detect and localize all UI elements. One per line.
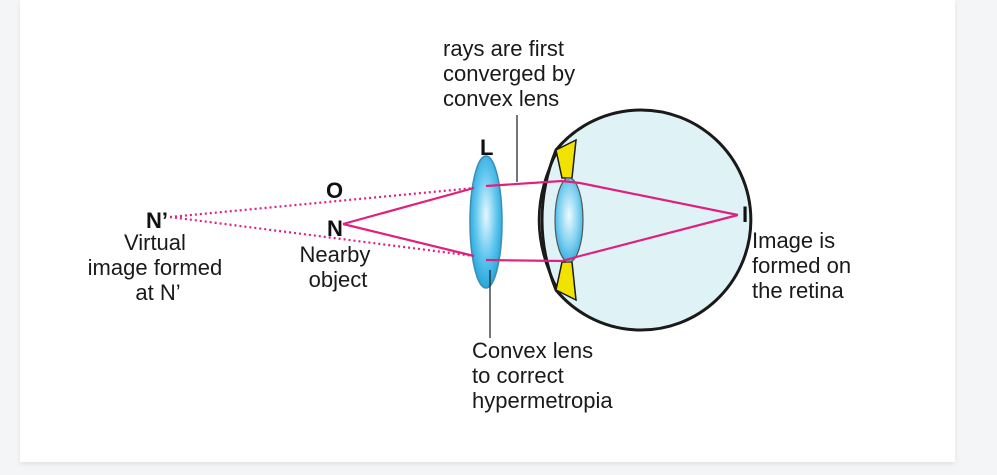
iris-top [555, 138, 577, 179]
light-rays [169, 179, 739, 263]
nearby-object-caption: Nearby object [299, 242, 376, 292]
point-n-label: N [327, 216, 343, 241]
virtual-image-caption: Virtual image formed at N’ [88, 230, 229, 305]
retina-image-caption: Image is formed on the retina [752, 228, 857, 303]
point-o-label: O [326, 178, 343, 203]
point-n-prime-label: N’ [146, 208, 168, 233]
eye-cornea [537, 149, 560, 291]
object-ray-bottom [342, 222, 475, 258]
lens-label-l: L [480, 135, 493, 160]
eyeball [537, 108, 753, 332]
eye-lens [554, 177, 584, 263]
iris-bottom [555, 261, 577, 302]
virtual-ray-top [169, 186, 475, 219]
convex-lens [469, 155, 503, 289]
object-ray-top [342, 186, 475, 226]
ray-bottom-to-retina [485, 213, 739, 263]
virtual-ray-bottom [169, 215, 475, 258]
ray-top-to-retina [485, 179, 739, 217]
point-i-label: I [742, 202, 748, 227]
bottom-annotation: Convex lens to correct hypermetropia [472, 338, 613, 413]
top-annotation: rays are first converged by convex lens [443, 36, 581, 111]
